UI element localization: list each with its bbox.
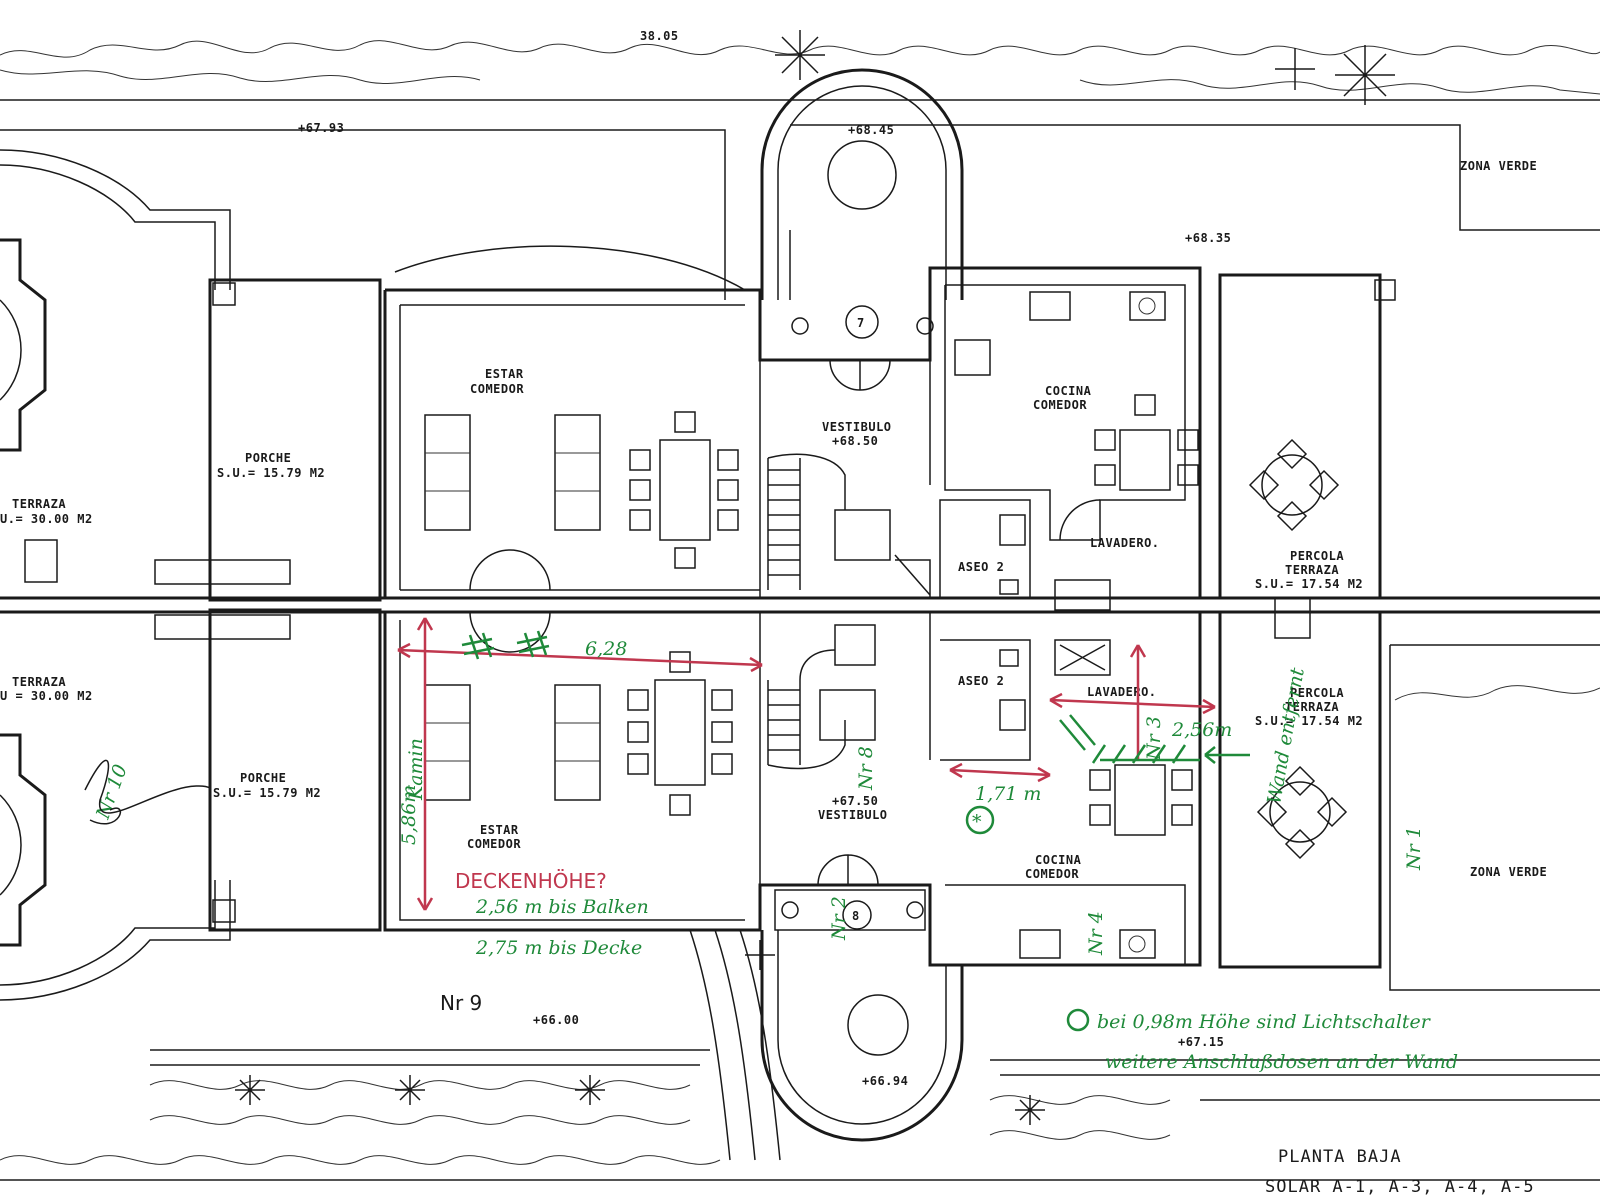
upper-house: 7 bbox=[383, 245, 1202, 611]
nr2-label: Nr 2 bbox=[828, 896, 850, 941]
vestibulo-upper: VESTIBULO bbox=[822, 420, 892, 434]
cocina-lower-l1: COCINA bbox=[1035, 853, 1082, 867]
depth-living-label: 5,86m bbox=[398, 785, 420, 845]
porche-lower-area: S.U.= 15.79 M2 bbox=[213, 786, 321, 800]
level-rotunda-top: +68.45 bbox=[848, 123, 894, 137]
width-living-label: 6,28 bbox=[585, 638, 627, 660]
nr10-label: Nr 10 bbox=[92, 762, 132, 823]
nr9-label: Nr 9 bbox=[440, 991, 482, 1015]
terraza-upper-area: U.= 30.00 M2 bbox=[0, 512, 93, 526]
percola-lower-l1: PERCOLA bbox=[1290, 686, 1344, 700]
percola-upper-area: S.U.= 17.54 M2 bbox=[1255, 577, 1363, 591]
level-vestibule-upper: +68.50 bbox=[832, 434, 878, 448]
title-line-1: PLANTA BAJA bbox=[1278, 1147, 1402, 1167]
percola-upper-l1: PERCOLA bbox=[1290, 549, 1344, 563]
signature-scribble bbox=[84, 759, 211, 825]
lavadero-width-label: 2,56m bbox=[1171, 719, 1232, 741]
green-marks bbox=[461, 630, 1250, 1032]
percola-lower-l2: TERRAZA bbox=[1285, 700, 1339, 714]
kamin-label: Kamin bbox=[405, 738, 427, 801]
level-south-path: +67.15 bbox=[1178, 1035, 1224, 1049]
title-line-2: SOLAR A-1, A-3, A-4, A-5 bbox=[1265, 1177, 1535, 1197]
level-upper-terrace: +68.35 bbox=[1185, 231, 1231, 245]
estar-lower-l1: ESTAR bbox=[480, 823, 519, 837]
percola-lower-area: S.U.= 17.54 M2 bbox=[1255, 714, 1363, 728]
footnote-line-2: weitere Anschlußdosen an der Wand bbox=[1105, 1051, 1458, 1073]
estar-upper-l2: COMEDOR bbox=[470, 382, 524, 396]
footnote-line-1: bei 0,98m Höhe sind Lichtschalter bbox=[1097, 1011, 1432, 1033]
north-garden-outline bbox=[0, 124, 1600, 300]
wall-note-label: Wand entfernt bbox=[1263, 666, 1309, 806]
pergola-lower bbox=[1218, 610, 1600, 991]
porche-upper-area: S.U.= 15.79 M2 bbox=[217, 466, 325, 480]
pergola-upper bbox=[1218, 273, 1396, 639]
cocina-lower-l2: COMEDOR bbox=[1025, 867, 1079, 881]
vestibulo-lower: VESTIBULO bbox=[818, 808, 888, 822]
door-8-label: 8 bbox=[852, 909, 860, 923]
door-7-label: 7 bbox=[857, 316, 865, 330]
porche-upper-label: PORCHE bbox=[245, 451, 291, 465]
title-block: PLANTA BAJA SOLAR A-1, A-3, A-4, A-5 bbox=[1200, 1099, 1600, 1197]
north-rotunda: +68.45 bbox=[760, 68, 964, 300]
nr3-label: Nr 3 bbox=[1143, 716, 1165, 761]
north-hedge bbox=[0, 30, 1600, 105]
level-south-garden: +66.00 bbox=[533, 1013, 579, 1027]
terraza-lower-label: TERRAZA bbox=[12, 675, 66, 689]
terraza-lower-area: U = 30.00 M2 bbox=[0, 689, 93, 703]
porches bbox=[208, 278, 382, 932]
estar-upper-l1: ESTAR bbox=[485, 367, 524, 381]
cocina-upper-l2: COMEDOR bbox=[1033, 398, 1087, 412]
red-dimensions bbox=[397, 617, 1216, 911]
level-north-garden: +67.93 bbox=[298, 121, 344, 135]
asterisk-mark: * bbox=[972, 811, 982, 833]
lavadero-lower: LAVADERO. bbox=[1087, 685, 1157, 699]
plot-width-label: 38.05 bbox=[640, 29, 679, 43]
south-hedge bbox=[0, 940, 1600, 1181]
aseo-upper: ASEO 2 bbox=[958, 560, 1004, 574]
percola-upper-l2: TERRAZA bbox=[1285, 563, 1339, 577]
aseo-width-label: 1,71 m bbox=[975, 783, 1041, 805]
porche-lower-label: PORCHE bbox=[240, 771, 286, 785]
west-gazebos bbox=[0, 149, 231, 1001]
level-rotunda-bottom: +66.94 bbox=[862, 1074, 908, 1088]
ceiling-height-label: 2,75 m bis Decke bbox=[475, 937, 642, 959]
estar-lower-l2: COMEDOR bbox=[467, 837, 521, 851]
lower-house: 8 bbox=[383, 611, 1202, 967]
zona-verde-top: ZONA VERDE bbox=[1460, 159, 1537, 173]
beam-height-label: 2,56 m bis Balken bbox=[475, 896, 649, 918]
south-rotunda bbox=[689, 929, 964, 1161]
zona-verde-lower: ZONA VERDE bbox=[1470, 865, 1547, 879]
nr4-label: Nr 4 bbox=[1085, 911, 1107, 956]
nr8-label: Nr 8 bbox=[855, 746, 877, 791]
nr1-label: Nr 1 bbox=[1403, 826, 1425, 871]
terraza-upper-label: TERRAZA bbox=[12, 497, 66, 511]
lavadero-upper: LAVADERO. bbox=[1090, 536, 1160, 550]
ceiling-question: DECKENHÖHE? bbox=[455, 869, 607, 893]
level-vestibule-lower: +67.50 bbox=[832, 794, 878, 808]
cocina-upper-l1: COCINA bbox=[1045, 384, 1092, 398]
aseo-lower: ASEO 2 bbox=[958, 674, 1004, 688]
